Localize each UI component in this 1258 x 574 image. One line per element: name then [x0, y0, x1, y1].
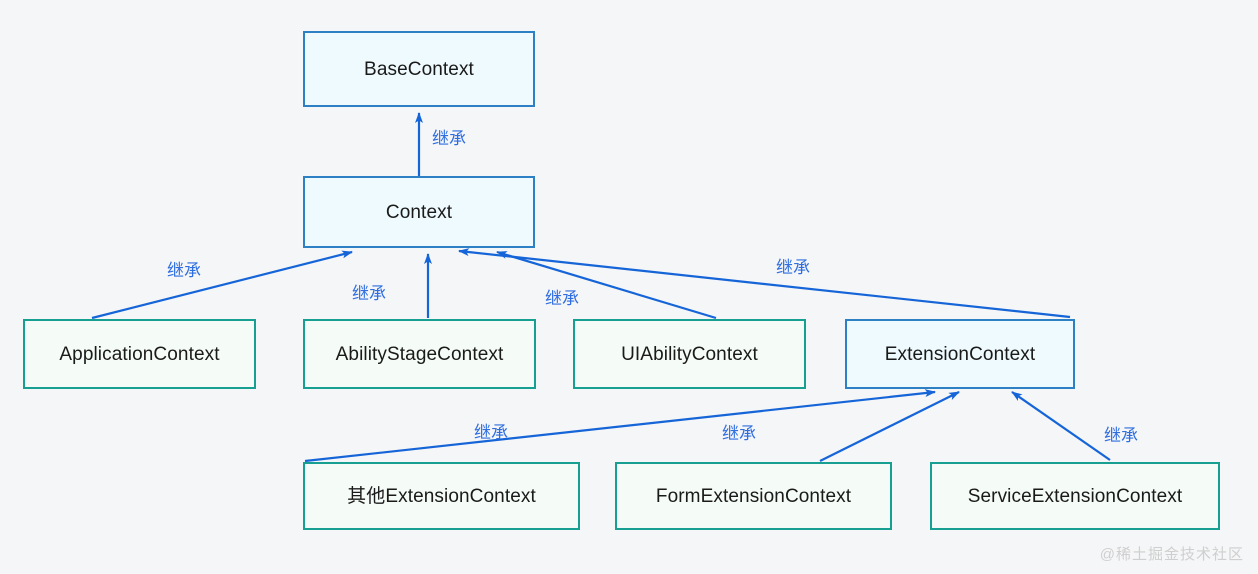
- node-application-context[interactable]: ApplicationContext: [23, 319, 256, 389]
- node-label-form-extension-context: FormExtensionContext: [655, 485, 852, 507]
- edge-label-edge-other-to-extension: 继承: [474, 423, 508, 442]
- node-label-other-extension-context: 其他ExtensionContext: [347, 485, 536, 507]
- edge-lines: [91, 112, 1111, 463]
- node-label-ui-ability-context: UIAbilityContext: [621, 343, 758, 365]
- node-label-ability-stage-context: AbilityStageContext: [335, 343, 504, 365]
- edge-label-edge-service-to-extension: 继承: [1104, 426, 1138, 445]
- edge-label-edge-abilitystage-to-context: 继承: [352, 284, 386, 303]
- node-base-context[interactable]: BaseContext: [303, 31, 535, 107]
- node-label-application-context: ApplicationContext: [59, 343, 220, 365]
- node-label-base-context: BaseContext: [364, 58, 474, 80]
- path-uiability-to-context: [496, 250, 717, 320]
- node-form-extension-context[interactable]: FormExtensionContext: [615, 462, 892, 530]
- watermark: @稀土掘金技术社区: [1099, 546, 1244, 563]
- edge-label-edge-context-to-base: 继承: [432, 129, 466, 148]
- node-service-extension-context[interactable]: ServiceExtensionContext: [930, 462, 1220, 530]
- node-label-context: Context: [385, 201, 453, 223]
- node-other-extension-context[interactable]: 其他ExtensionContext: [303, 462, 580, 530]
- node-ui-ability-context[interactable]: UIAbilityContext: [573, 319, 806, 389]
- edge-label-edge-application-to-context: 继承: [167, 261, 201, 280]
- path-form-to-extension: [819, 391, 960, 462]
- node-label-service-extension-context: ServiceExtensionContext: [967, 485, 1183, 507]
- path-service-to-extension: [1011, 391, 1111, 461]
- edge-label-edge-uiability-to-context: 继承: [545, 289, 579, 308]
- node-label-extension-context: ExtensionContext: [884, 343, 1036, 365]
- node-extension-context[interactable]: ExtensionContext: [845, 319, 1075, 389]
- path-other-to-extension: [304, 389, 936, 463]
- edge-label-edge-extension-to-context: 继承: [776, 258, 810, 277]
- edge-label-edge-form-to-extension: 继承: [722, 424, 756, 443]
- path-application-to-context: [91, 250, 353, 320]
- node-ability-stage-context[interactable]: AbilityStageContext: [303, 319, 536, 389]
- node-context[interactable]: Context: [303, 176, 535, 248]
